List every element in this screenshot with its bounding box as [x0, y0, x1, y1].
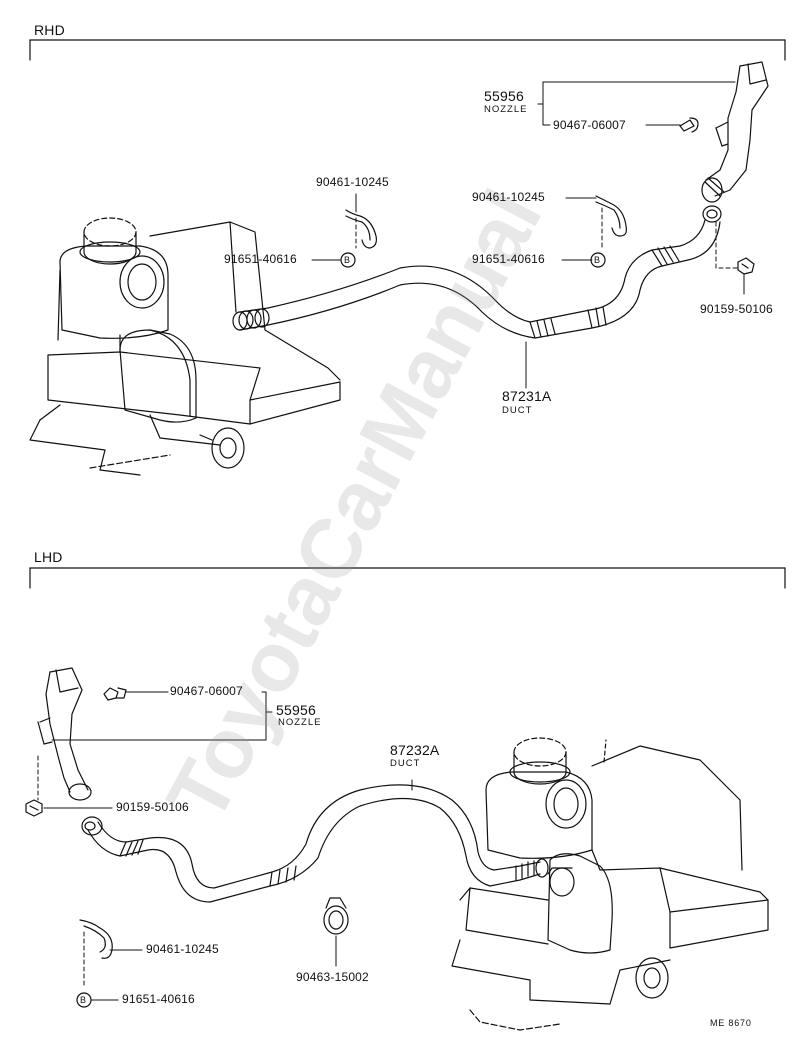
- lhd-hose-clamp-part-number: 90463-15002: [296, 970, 369, 984]
- lhd-bolt: [25, 799, 43, 817]
- rhd-grommet-left-part-number: 91651-40616: [224, 252, 297, 266]
- lhd-clamp: [79, 919, 113, 959]
- lhd-duct-part-number: 87232A: [390, 742, 440, 758]
- rhd-leaders: [311, 81, 745, 389]
- figure-code: ME 8670: [710, 1018, 752, 1028]
- lhd-grommet-mark: B: [80, 995, 87, 1005]
- rhd-duct-name: DUCT: [502, 405, 533, 416]
- lhd-grommet-marker: [76, 992, 92, 1008]
- rhd-duct-87231A: [232, 205, 722, 339]
- rhd-nozzle-55956: [701, 61, 769, 203]
- lhd-nozzle-name: NOZZLE: [278, 717, 322, 728]
- rhd-clamp-left: [345, 209, 377, 249]
- lhd-screw-part-number: 90467-06007: [170, 684, 243, 698]
- rhd-grommet-marker-left: [340, 252, 356, 268]
- lhd-leaders: [37, 691, 413, 1001]
- rhd-screw: [679, 117, 699, 133]
- rhd-engine-assembly: [29, 217, 341, 476]
- rhd-grommet-marker-right: [590, 252, 606, 268]
- rhd-bolt: [737, 257, 755, 275]
- lhd-frame: [29, 567, 786, 589]
- lhd-hose-clamp: [323, 897, 349, 935]
- rhd-clamp-right: [595, 195, 627, 237]
- rhd-clamp-left-part-number: 90461-10245: [316, 175, 389, 189]
- lhd-bolt-part-number: 90159-50106: [116, 800, 189, 814]
- rhd-grommet-right-part-number: 91651-40616: [472, 252, 545, 266]
- rhd-bolt-part-number: 90159-50106: [700, 302, 773, 316]
- rhd-frame: [29, 39, 786, 61]
- rhd-screw-part-number: 90467-06007: [553, 118, 626, 132]
- lhd-nozzle-55956: [37, 667, 92, 801]
- rhd-duct-part-number: 87231A: [502, 388, 552, 404]
- lhd-screw: [103, 687, 127, 701]
- rhd-grommet-left-mark: B: [344, 255, 351, 265]
- lhd-grommet-part-number: 91651-40616: [122, 992, 195, 1006]
- rhd-clamp-right-part-number: 90461-10245: [472, 190, 545, 204]
- lhd-clamp-part-number: 90461-10245: [146, 942, 219, 956]
- section-title-rhd: RHD: [34, 22, 65, 38]
- rhd-nozzle-name: NOZZLE: [484, 104, 528, 115]
- rhd-grommet-right-mark: B: [594, 255, 601, 265]
- section-title-lhd: LHD: [34, 549, 63, 565]
- lhd-nozzle-part-number: 55956: [276, 702, 316, 718]
- lhd-duct-87232A: [81, 784, 549, 903]
- lhd-engine-assembly: [451, 737, 769, 1031]
- lhd-duct-name: DUCT: [390, 758, 421, 769]
- rhd-nozzle-part-number: 55956: [484, 88, 524, 104]
